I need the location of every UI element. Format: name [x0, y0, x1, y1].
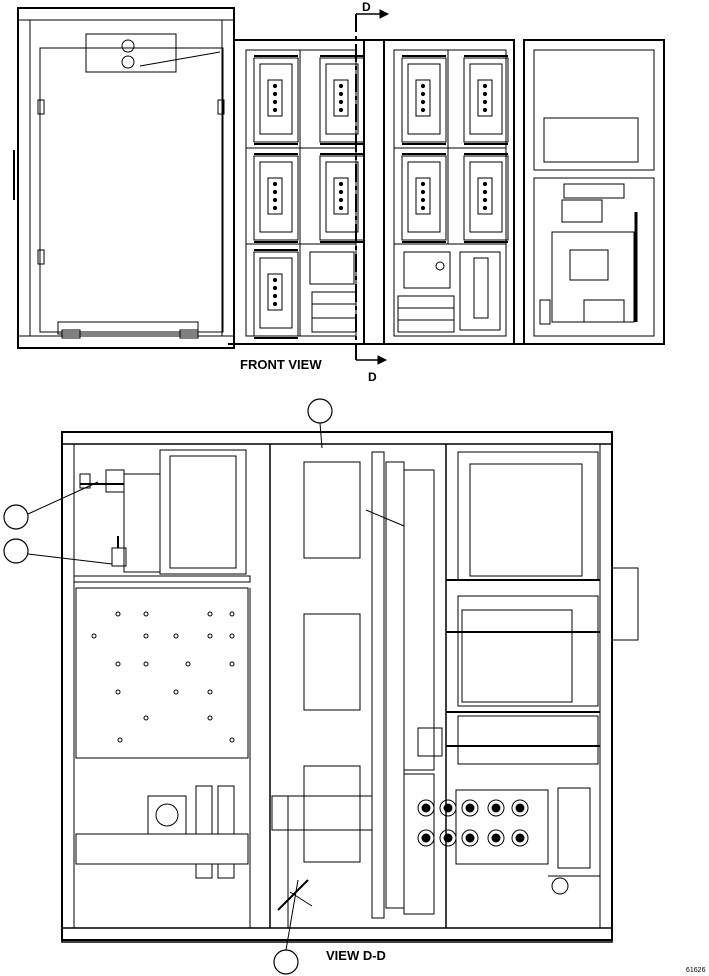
section-view: [61, 431, 639, 943]
power-module: [401, 55, 447, 145]
front-modules: [253, 55, 509, 339]
front-control-bay: [523, 39, 665, 345]
bolt-hole: [185, 661, 191, 667]
bolt-hole: [173, 633, 179, 639]
bolt-hole: [117, 737, 123, 743]
callouts: [3, 398, 333, 975]
callout-bubble-4[interactable]: [273, 949, 299, 975]
callout-bubble-3[interactable]: [3, 538, 29, 564]
power-module: [319, 153, 365, 243]
section-holes: [91, 611, 529, 847]
section-right-compartment: [403, 444, 600, 928]
front-module-bay-2: [383, 39, 515, 345]
bolt-hole: [115, 661, 121, 667]
bolt-hole: [143, 633, 149, 639]
terminal: [439, 829, 457, 847]
bolt-hole: [115, 689, 121, 695]
front-terminal-blocks: [309, 251, 501, 333]
bolt-hole: [229, 633, 235, 639]
callout-bubble-2[interactable]: [3, 504, 29, 530]
bolt-hole: [207, 611, 213, 617]
bolt-hole: [143, 611, 149, 617]
section-marker-top: D: [362, 0, 371, 14]
terminal: [417, 829, 435, 847]
terminal: [461, 799, 479, 817]
power-module: [463, 55, 509, 145]
section-cut-line: [355, 9, 390, 365]
power-module: [319, 55, 365, 145]
bolt-hole: [143, 661, 149, 667]
section-marker-bottom: D: [368, 370, 377, 384]
terminal: [487, 799, 505, 817]
bolt-hole: [173, 689, 179, 695]
bolt-hole: [229, 611, 235, 617]
terminal: [487, 829, 505, 847]
bolt-hole: [143, 715, 149, 721]
terminal: [439, 799, 457, 817]
bolt-hole: [91, 633, 97, 639]
figure-number: 61626: [686, 967, 706, 974]
bolt-hole: [229, 737, 235, 743]
callout-bubble-1[interactable]: [307, 398, 333, 424]
bolt-hole: [229, 661, 235, 667]
terminal: [417, 799, 435, 817]
terminal: [461, 829, 479, 847]
power-module: [253, 249, 299, 339]
power-module: [401, 153, 447, 243]
section-view-title: VIEW D-D: [326, 948, 386, 963]
power-module: [463, 153, 509, 243]
bolt-hole: [115, 611, 121, 617]
terminal: [511, 799, 529, 817]
section-left-compartment: [73, 443, 271, 929]
terminal: [511, 829, 529, 847]
power-module: [253, 153, 299, 243]
section-middle-compartment: [269, 444, 443, 928]
power-module: [253, 55, 299, 145]
bolt-hole: [207, 715, 213, 721]
bolt-hole: [207, 689, 213, 695]
front-view-title: FRONT VIEW: [240, 357, 322, 372]
front-view: [13, 7, 665, 365]
bolt-hole: [207, 633, 213, 639]
front-left-cabinet: [13, 7, 235, 349]
